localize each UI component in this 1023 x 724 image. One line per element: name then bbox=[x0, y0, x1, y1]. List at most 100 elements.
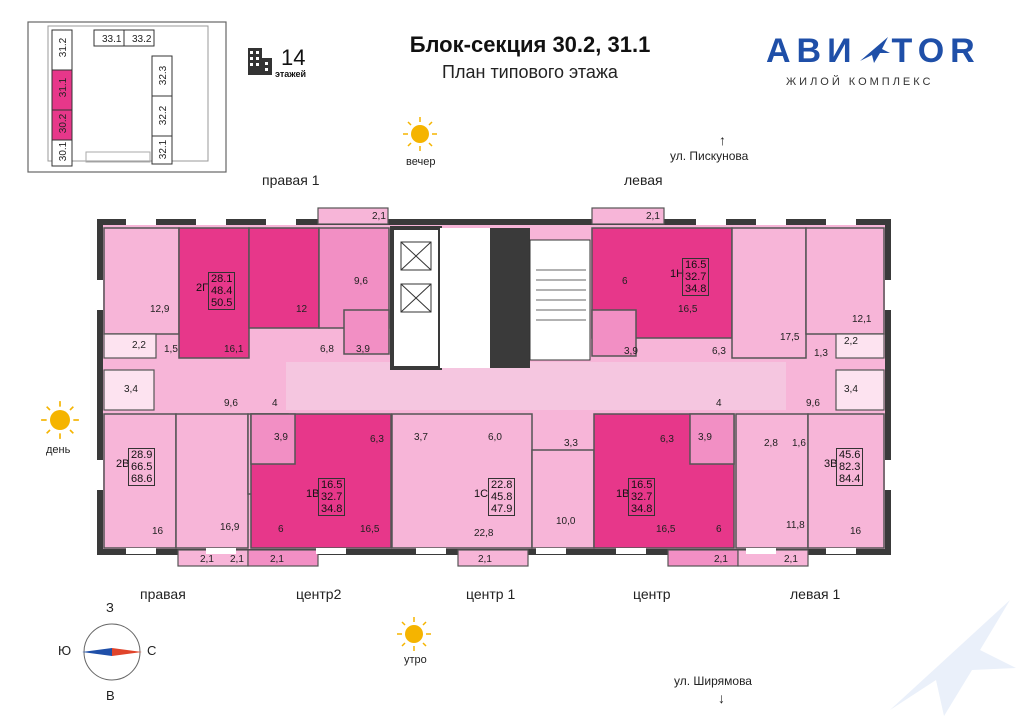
balcony-area: 2,1 bbox=[200, 554, 214, 565]
apartment-2g-living: 28.1 bbox=[211, 273, 233, 285]
key-plan bbox=[27, 21, 227, 173]
arrow-up-icon: ↑ bbox=[719, 132, 726, 148]
section-top-left: правая 1 bbox=[262, 172, 320, 188]
room-area: 16 bbox=[850, 526, 862, 537]
balcony-area: 2,1 bbox=[478, 554, 492, 565]
logo-text-right: TOR bbox=[891, 32, 981, 70]
room-area: 22,8 bbox=[474, 528, 494, 539]
apartment-1n-living: 16.5 bbox=[685, 259, 707, 271]
apartment-1v-right-living: 16.5 bbox=[631, 479, 653, 491]
room-area: 3,3 bbox=[564, 438, 578, 449]
key-block-30-1: 30.1 bbox=[58, 141, 70, 162]
page-subtitle: План типового этажа bbox=[442, 62, 618, 82]
key-block-33-2: 33.2 bbox=[132, 34, 152, 45]
compass bbox=[82, 623, 142, 681]
balcony-area: 2,1 bbox=[230, 554, 244, 565]
room-area: 17,5 bbox=[780, 332, 800, 343]
apartment-2v-type: 2В bbox=[116, 458, 130, 470]
floors-label: этажей bbox=[275, 69, 307, 79]
page-title: Блок-секция 30.2, 31.1 bbox=[409, 32, 651, 57]
room-area: 16 bbox=[152, 526, 164, 537]
room-area: 9,6 bbox=[354, 276, 368, 287]
apartment-1v-left-type: 1В bbox=[306, 488, 320, 500]
room-area: 4 bbox=[716, 398, 722, 409]
room-area: 6,8 bbox=[320, 344, 334, 355]
balcony-area: 2,1 bbox=[784, 554, 798, 565]
apartment-1v-right-total: 32.7 bbox=[631, 491, 653, 503]
key-block-31-1: 31.1 bbox=[58, 77, 70, 98]
balcony-area: 2,1 bbox=[714, 554, 728, 565]
logo-subtitle: ЖИЛОЙ КОМПЛЕКС bbox=[786, 76, 934, 88]
floor-plan bbox=[97, 207, 891, 567]
apartment-3v-type: 3В bbox=[824, 458, 838, 470]
sun-icon-morning bbox=[397, 617, 431, 651]
room-area: 9,6 bbox=[224, 398, 238, 409]
jet-watermark-icon bbox=[890, 600, 1016, 716]
apartment-1v-right-type: 1В bbox=[616, 488, 630, 500]
apartment-2g-total: 48.4 bbox=[211, 285, 233, 297]
section-bottom-3: центр 1 bbox=[466, 586, 516, 602]
key-block-32-2: 32.2 bbox=[158, 105, 170, 126]
apartment-2g-type: 2Г bbox=[196, 282, 209, 294]
apartment-1n-area: 34.8 bbox=[685, 283, 707, 295]
logo-text-left: АВИ bbox=[766, 32, 858, 70]
balcony-area: 2,1 bbox=[646, 211, 660, 222]
apartment-2v-area: 68.6 bbox=[131, 473, 153, 485]
apartment-1s-area: 47.9 bbox=[491, 503, 513, 515]
key-block-32-3: 32.3 bbox=[158, 65, 170, 86]
balcony-area: 2,1 bbox=[372, 211, 386, 222]
apartment-3v-living: 45.6 bbox=[839, 449, 861, 461]
room-area: 3,9 bbox=[624, 346, 638, 357]
room-area: 1,3 bbox=[814, 348, 828, 359]
room-area: 16,5 bbox=[656, 524, 676, 535]
room-area: 16,5 bbox=[678, 304, 698, 315]
compass-top: З bbox=[106, 600, 114, 615]
sun-label-day: день bbox=[46, 444, 71, 456]
room-area: 6 bbox=[622, 276, 628, 287]
section-bottom-4: центр bbox=[633, 586, 671, 602]
room-area: 3,4 bbox=[124, 384, 138, 395]
room-area: 2,2 bbox=[844, 336, 858, 347]
room-area: 12,1 bbox=[852, 314, 872, 325]
apartment-1s-total: 45.8 bbox=[491, 491, 513, 503]
apartment-1v-right-area: 34.8 bbox=[631, 503, 653, 515]
apartment-1s-type: 1С bbox=[474, 488, 489, 500]
apartment-3v-area: 84.4 bbox=[839, 473, 861, 485]
apartment-1v-left-living: 16.5 bbox=[321, 479, 343, 491]
room-area: 6,3 bbox=[370, 434, 384, 445]
arrow-down-icon: ↓ bbox=[718, 690, 725, 706]
room-area: 16,5 bbox=[360, 524, 380, 535]
building-icon bbox=[248, 48, 272, 75]
room-area: 3,7 bbox=[414, 432, 428, 443]
key-block-32-1: 32.1 bbox=[158, 139, 170, 160]
section-top-right: левая bbox=[624, 172, 663, 188]
room-area: 1,6 bbox=[792, 438, 806, 449]
compass-right: С bbox=[147, 643, 157, 658]
logo: АВИ TOR bbox=[766, 32, 981, 71]
balcony-area: 2,1 bbox=[270, 554, 284, 565]
sun-label-evening: вечер bbox=[406, 156, 436, 168]
room-area: 6,3 bbox=[712, 346, 726, 357]
key-block-33-1: 33.1 bbox=[102, 34, 122, 45]
apartment-2v-living: 28.9 bbox=[131, 449, 153, 461]
apartment-2g-area: 50.5 bbox=[211, 297, 233, 309]
apartment-1v-left-area: 34.8 bbox=[321, 503, 343, 515]
room-area: 3,9 bbox=[274, 432, 288, 443]
key-block-30-2: 30.2 bbox=[58, 113, 70, 134]
street-south: ул. Ширямова bbox=[674, 674, 752, 688]
room-area: 6,0 bbox=[488, 432, 502, 443]
compass-bottom: В bbox=[106, 688, 115, 703]
section-bottom-1: правая bbox=[140, 586, 186, 602]
room-area: 3,9 bbox=[356, 344, 370, 355]
section-bottom-5: левая 1 bbox=[790, 586, 841, 602]
room-area: 3,4 bbox=[844, 384, 858, 395]
room-area: 12,9 bbox=[150, 304, 170, 315]
room-area: 16,1 bbox=[224, 344, 244, 355]
room-area: 16,9 bbox=[220, 522, 240, 533]
room-area: 9,6 bbox=[806, 398, 820, 409]
key-block-31-2: 31.2 bbox=[58, 37, 70, 58]
apartment-3v-total: 82.3 bbox=[839, 461, 861, 473]
room-area: 10,0 bbox=[556, 516, 576, 527]
sun-icon-day bbox=[41, 401, 79, 439]
apartment-1n-total: 32.7 bbox=[685, 271, 707, 283]
